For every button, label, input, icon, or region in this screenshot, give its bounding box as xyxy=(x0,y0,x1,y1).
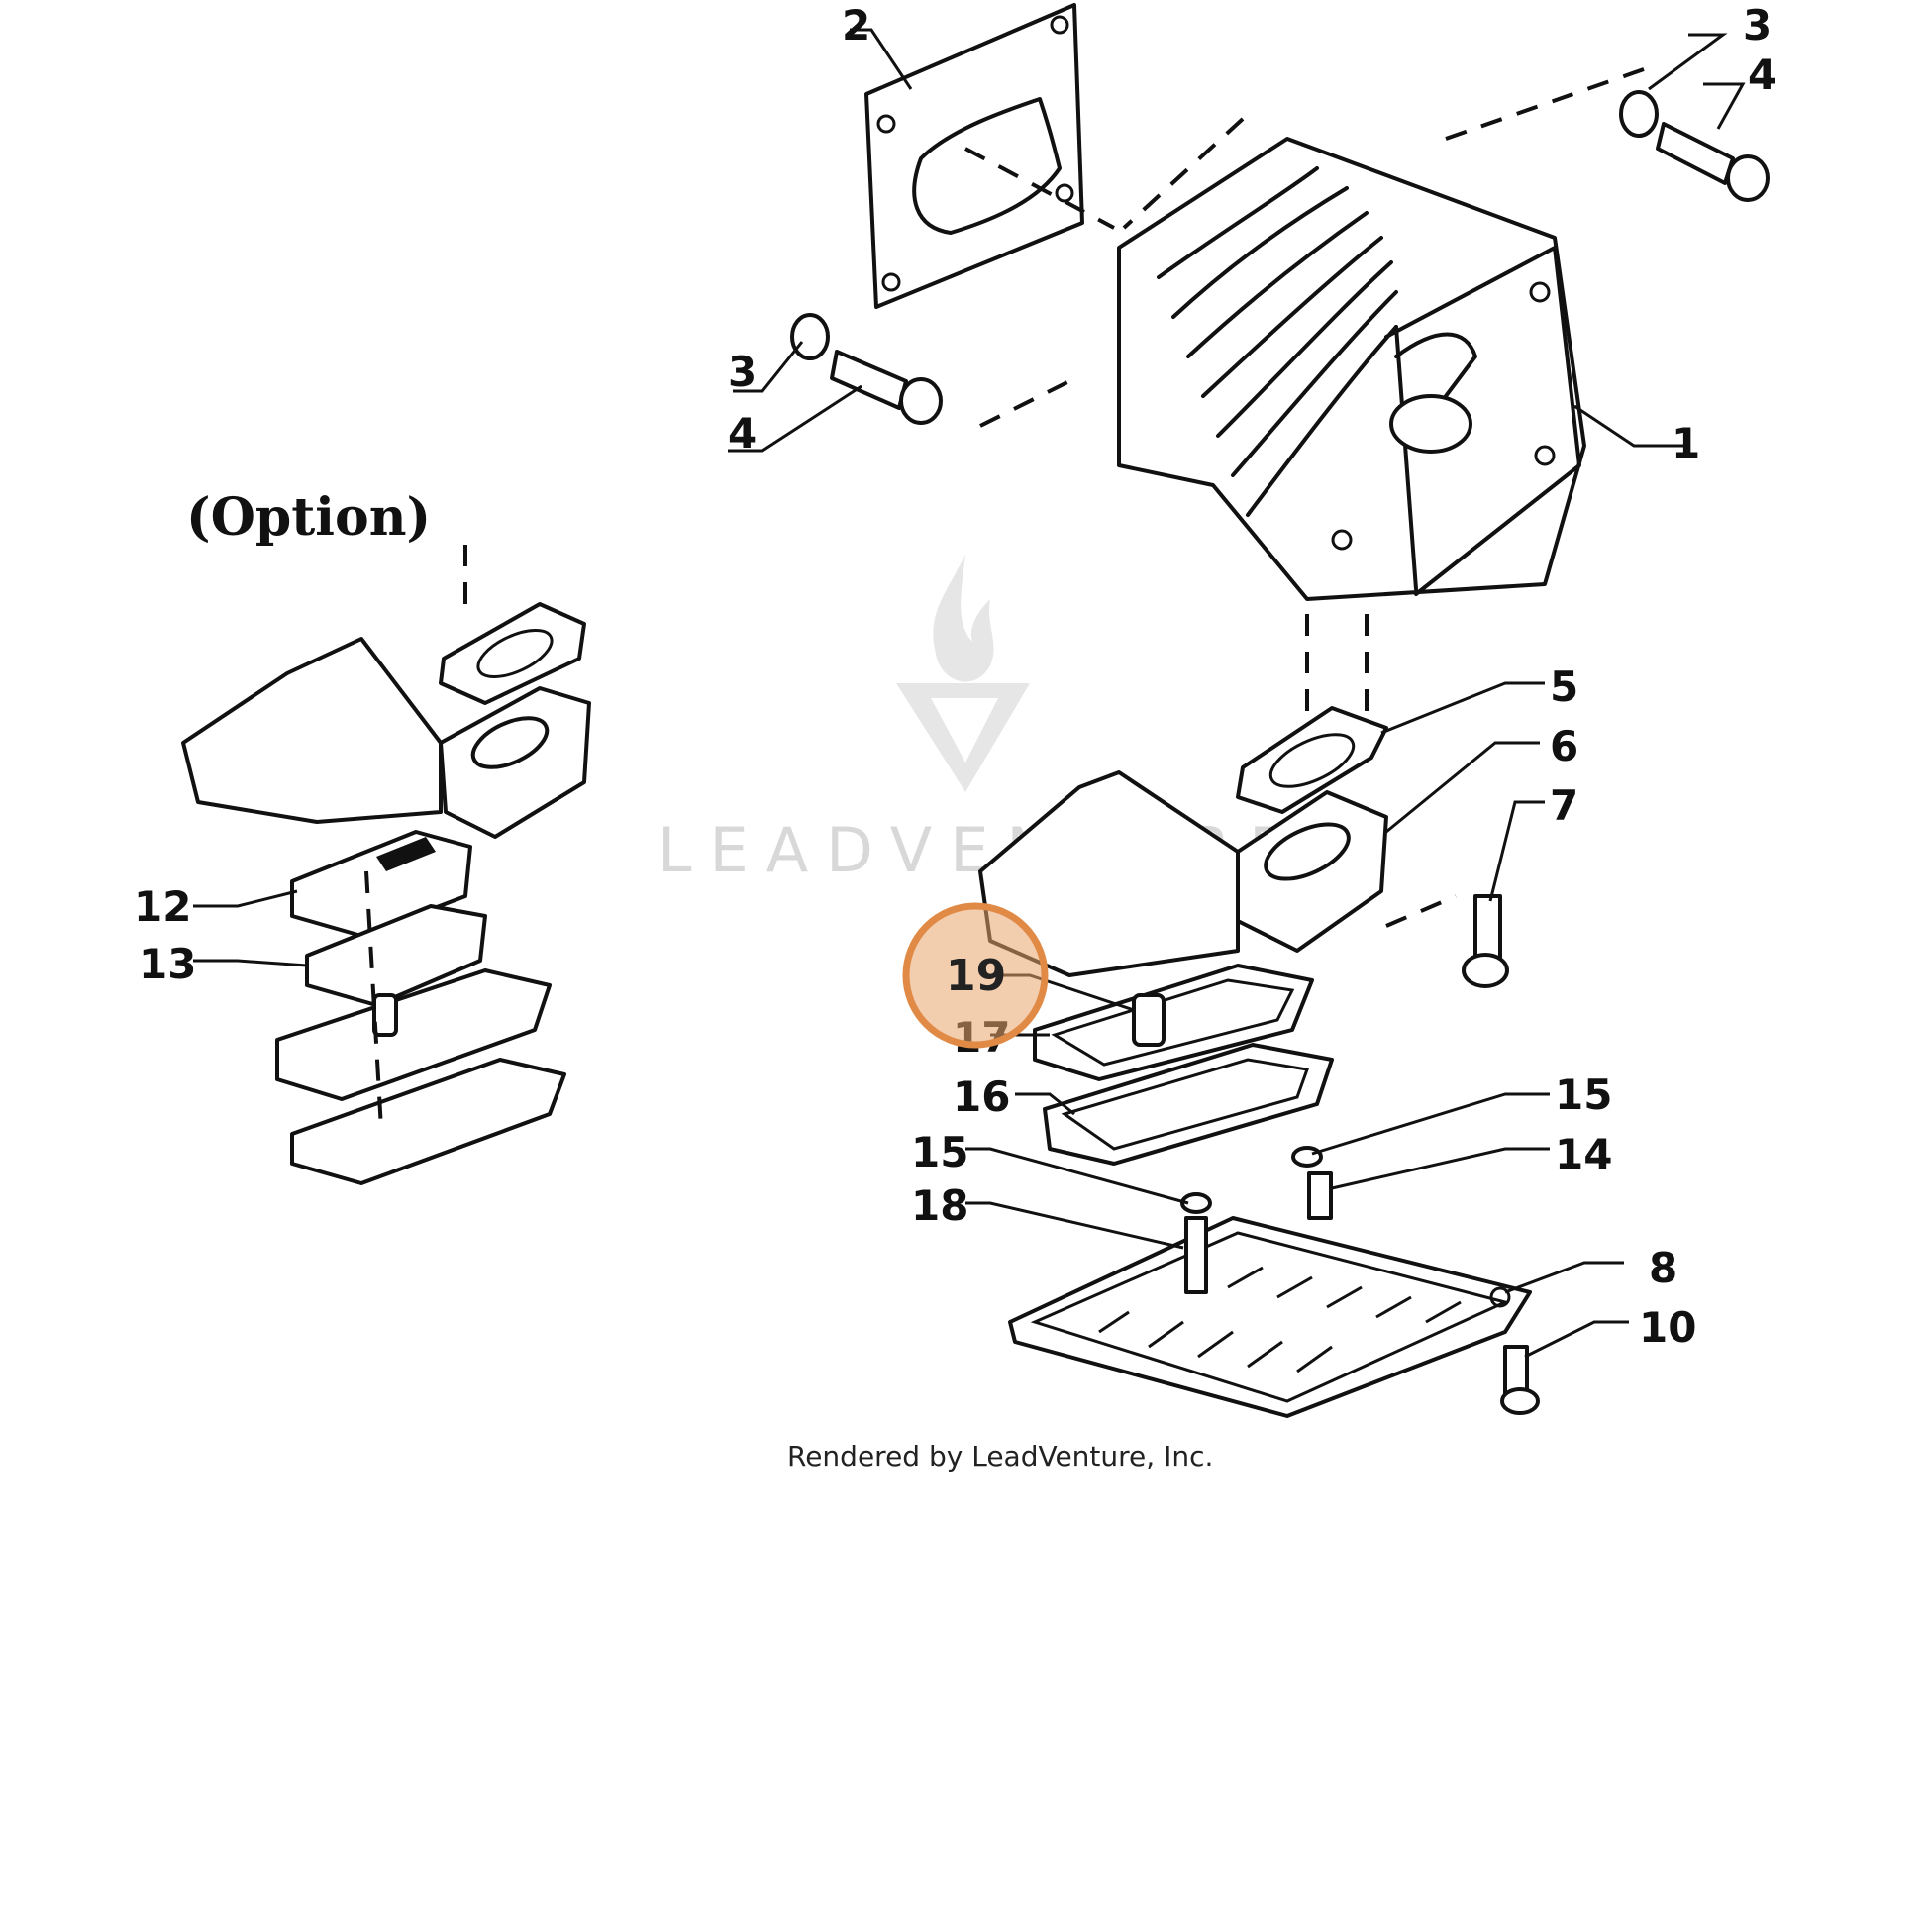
callout-12: 12 xyxy=(134,882,191,931)
render-credit: Rendered by LeadVenture, Inc. xyxy=(787,1440,1213,1473)
callout-14: 14 xyxy=(1555,1130,1612,1178)
cylinder xyxy=(1117,137,1586,601)
bolt-set-left xyxy=(790,313,943,425)
callout-10: 10 xyxy=(1639,1303,1696,1352)
callout-16: 16 xyxy=(953,1072,1010,1121)
muffler-option xyxy=(181,545,591,1185)
bolt-set-right xyxy=(1619,90,1770,202)
callout-3-top: 3 xyxy=(1743,1,1772,50)
flame-chevron-logo-icon xyxy=(896,555,1030,792)
cylinder-gasket xyxy=(864,3,1084,309)
muffler-main xyxy=(978,706,1540,1418)
callout-1: 1 xyxy=(1672,419,1700,467)
highlight-circle[interactable] xyxy=(902,902,1049,1049)
highlight-marker[interactable]: 19 xyxy=(902,902,1049,1049)
option-label: (Option) xyxy=(186,487,431,548)
callout-6: 6 xyxy=(1550,722,1578,770)
leader-lines xyxy=(193,28,1746,1359)
callout-15-right: 15 xyxy=(1555,1070,1612,1119)
callout-5: 5 xyxy=(1550,662,1578,711)
callout-18: 18 xyxy=(911,1181,968,1230)
callout-4-top: 4 xyxy=(1748,51,1776,99)
callout-2: 2 xyxy=(842,1,870,50)
callout-7: 7 xyxy=(1550,781,1578,830)
callout-13: 13 xyxy=(139,940,196,988)
highlight-label[interactable]: 19 xyxy=(946,951,1006,1001)
callout-8: 8 xyxy=(1649,1244,1677,1292)
callout-3-left: 3 xyxy=(728,348,757,396)
callout-15-left: 15 xyxy=(911,1128,968,1176)
assembly-lines-top xyxy=(964,67,1645,713)
callout-4-left: 4 xyxy=(728,409,757,458)
callout-labels: 1 2 3 4 3 4 5 6 7 8 10 12 13 14 15 15 16… xyxy=(134,1,1776,1352)
